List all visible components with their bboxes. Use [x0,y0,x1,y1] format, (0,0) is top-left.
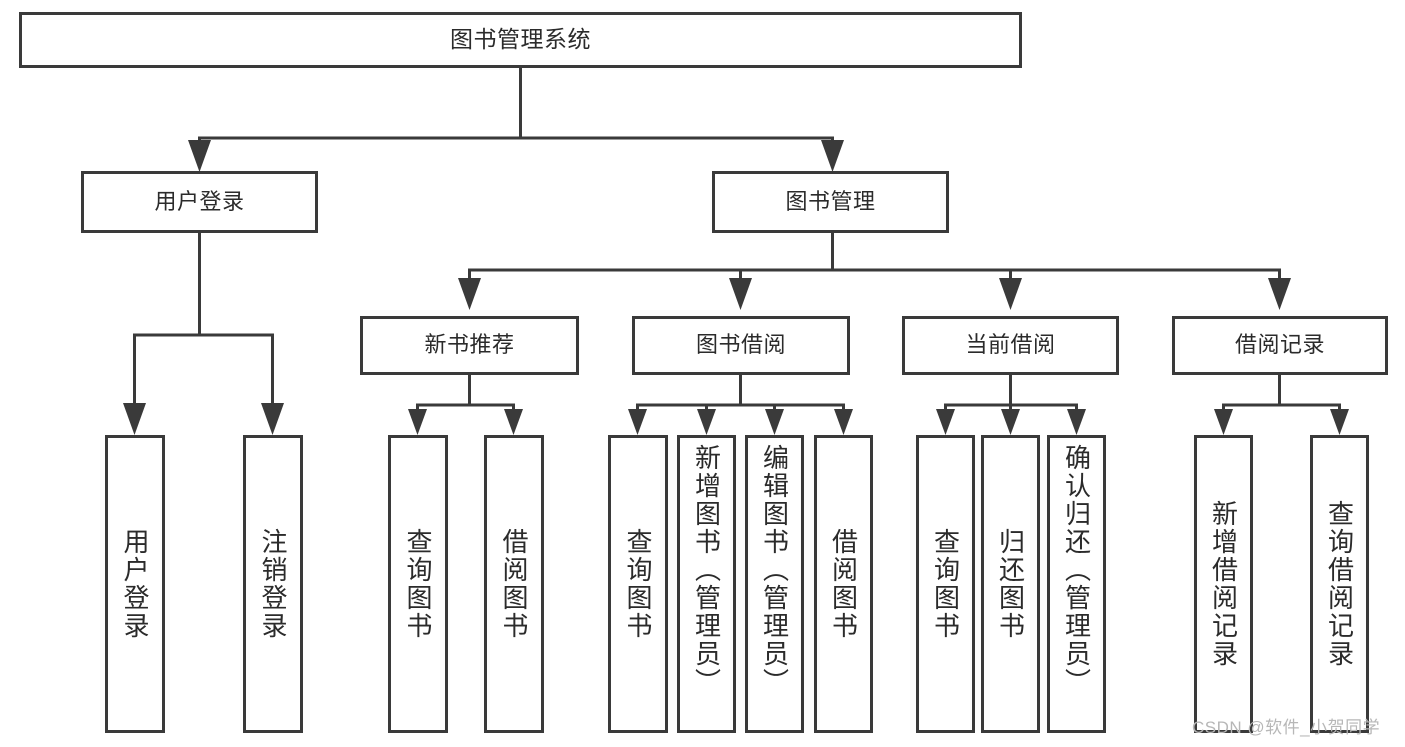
node-borrow-record-label: 借阅记录 [1234,332,1325,358]
arrow-borrow-record [1268,278,1291,310]
node-book-manage[interactable]: 图书管理 [712,171,949,233]
node-book-borrow[interactable]: 图书借阅 [632,316,850,375]
arrow-user-login [188,140,211,172]
node-leaf-logout-label: 注销登录 [258,528,288,640]
node-leaf-user-login[interactable]: 用户登录 [105,435,165,733]
node-leaf-add-record-label: 新增借阅记录 [1208,500,1239,668]
node-leaf-add-record[interactable]: 新增借阅记录 [1194,435,1253,733]
arrow-leaf-user-login [123,403,146,435]
node-leaf-user-login-label: 用户登录 [120,528,150,640]
arrow-book-manage [821,140,844,172]
arrow-leaf-borrow-book-2 [834,409,853,435]
arrow-leaf-edit-book [765,409,784,435]
node-leaf-query-book-3-label: 查询图书 [930,528,961,640]
node-new-book-rec[interactable]: 新书推荐 [360,316,579,375]
node-leaf-query-book-2[interactable]: 查询图书 [608,435,668,733]
node-leaf-borrow-book-1[interactable]: 借阅图书 [484,435,544,733]
node-leaf-return-book[interactable]: 归还图书 [981,435,1040,733]
watermark-text: CSDN @软件_小贺同学 [1192,718,1381,737]
arrow-leaf-add-book [697,409,716,435]
node-leaf-edit-book-label: 编辑图书（管理员） [759,444,790,696]
node-leaf-query-book-1[interactable]: 查询图书 [388,435,448,733]
node-leaf-query-book-1-label: 查询图书 [403,528,433,640]
node-leaf-return-book-label: 归还图书 [995,528,1026,640]
arrow-leaf-logout [261,403,284,435]
node-leaf-add-book[interactable]: 新增图书（管理员） [677,435,736,733]
arrow-new-book-rec [458,278,481,310]
node-leaf-query-book-3[interactable]: 查询图书 [916,435,975,733]
arrow-leaf-add-record [1214,409,1233,435]
node-leaf-query-record[interactable]: 查询借阅记录 [1310,435,1369,733]
node-current-borrow-label: 当前借阅 [965,332,1056,358]
node-leaf-edit-book[interactable]: 编辑图书（管理员） [745,435,804,733]
node-user-login-label: 用户登录 [154,188,245,214]
node-leaf-borrow-book-2[interactable]: 借阅图书 [814,435,873,733]
node-leaf-add-book-label: 新增图书（管理员） [691,444,722,696]
arrow-leaf-query-book-3 [936,409,955,435]
arrow-leaf-borrow-book-1 [504,409,523,435]
arrow-leaf-return-book [1001,409,1020,435]
node-leaf-query-book-2-label: 查询图书 [623,528,653,640]
node-leaf-borrow-book-1-label: 借阅图书 [499,528,529,640]
node-borrow-record[interactable]: 借阅记录 [1172,316,1388,375]
node-root[interactable]: 图书管理系统 [19,12,1022,68]
arrow-leaf-query-book-1 [408,409,427,435]
arrow-book-borrow [729,278,752,310]
node-current-borrow[interactable]: 当前借阅 [902,316,1119,375]
arrow-leaf-query-book-2 [628,409,647,435]
node-leaf-confirm-return[interactable]: 确认归还（管理员） [1047,435,1106,733]
node-book-manage-label: 图书管理 [785,188,876,214]
arrow-leaf-confirm-return [1067,409,1086,435]
node-root-label: 图书管理系统 [450,26,591,53]
arrow-leaf-query-record [1330,409,1349,435]
node-leaf-borrow-book-2-label: 借阅图书 [828,528,859,640]
node-leaf-logout[interactable]: 注销登录 [243,435,303,733]
arrow-current-borrow [999,278,1022,310]
node-leaf-query-record-label: 查询借阅记录 [1324,500,1355,668]
node-user-login[interactable]: 用户登录 [81,171,318,233]
node-leaf-confirm-return-label: 确认归还（管理员） [1061,444,1092,696]
node-book-borrow-label: 图书借阅 [695,332,786,358]
node-new-book-rec-label: 新书推荐 [424,332,515,358]
